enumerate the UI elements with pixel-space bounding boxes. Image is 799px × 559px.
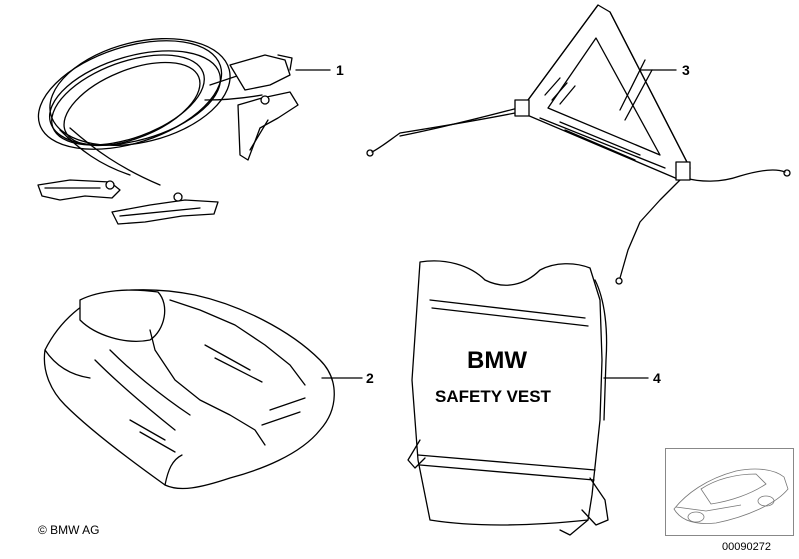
vest-label-text: SAFETY VEST [435, 387, 551, 406]
vest-brand-text: BMW [467, 347, 527, 374]
callout-4: 4 [653, 370, 661, 386]
jumper-cables [37, 37, 299, 225]
folded-safety-vest [43, 289, 335, 490]
callout-1: 1 [336, 62, 344, 78]
copyright-notice: © BMW AG [38, 523, 100, 537]
hanging-safety-vest [407, 260, 609, 536]
car-outline-icon [673, 468, 789, 524]
callout-3: 3 [682, 62, 690, 78]
diagram-id: 00090272 [722, 541, 771, 553]
vehicle-thumbnail [665, 448, 794, 536]
warning-triangle [366, 4, 791, 285]
callout-2: 2 [366, 370, 374, 386]
